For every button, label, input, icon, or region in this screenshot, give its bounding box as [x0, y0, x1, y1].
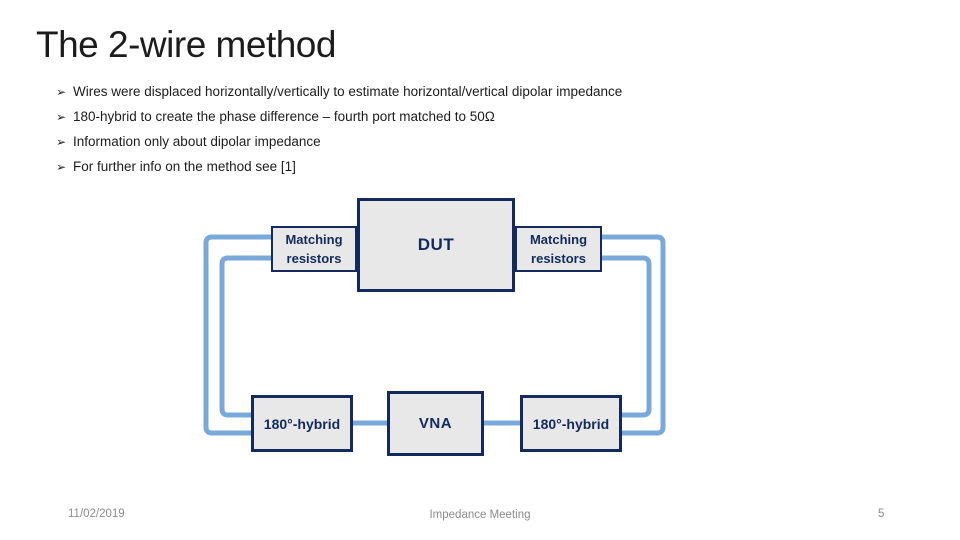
matching-resistors-right-box: Matching resistors [515, 226, 602, 272]
footer-date: 11/02/2019 [68, 508, 125, 520]
left-inner-wire [219, 255, 271, 418]
bullet-list: ➢ Wires were displaced horizontally/vert… [56, 79, 622, 179]
bullet-text: Information only about dipolar impedance [73, 134, 321, 149]
bullet-text: Wires were displaced horizontally/vertic… [73, 84, 623, 99]
vna-box: VNA [387, 391, 484, 456]
bullet-item: ➢ Wires were displaced horizontally/vert… [56, 79, 622, 104]
arrow-bullet-icon: ➢ [56, 84, 67, 99]
bullet-item: ➢ Information only about dipolar impedan… [56, 129, 622, 154]
matching-resistors-left-box: Matching resistors [271, 226, 357, 272]
page-title: The 2-wire method [36, 24, 336, 65]
right-outer-wire [602, 234, 666, 436]
arrow-bullet-icon: ➢ [56, 159, 67, 174]
matching-resistors-right-label: Matching resistors [529, 232, 588, 266]
hybrid-right-box: 180°-hybrid [520, 395, 622, 452]
vna-label: VNA [418, 415, 453, 432]
matching-resistors-left-label: Matching resistors [285, 232, 343, 266]
footer-page-number: 5 [878, 508, 885, 520]
right-inner-wire [602, 255, 652, 418]
footer-title: Impedance Meeting [429, 509, 531, 521]
bullet-text: 180-hybrid to create the phase differenc… [73, 109, 495, 124]
bullet-item: ➢ 180-hybrid to create the phase differe… [56, 104, 622, 129]
bullet-item: ➢ For further info on the method see [1] [56, 154, 622, 179]
hybrid-right-label: 180°-hybrid [532, 415, 610, 432]
left-outer-wire [203, 234, 271, 436]
dut-box: DUT [357, 198, 515, 292]
arrow-bullet-icon: ➢ [56, 109, 67, 124]
hybrid-left-label: 180°-hybrid [263, 415, 341, 432]
dut-label: DUT [417, 235, 455, 254]
arrow-bullet-icon: ➢ [56, 134, 67, 149]
hybrid-left-box: 180°-hybrid [251, 395, 353, 452]
bullet-text: For further info on the method see [1] [73, 159, 296, 174]
